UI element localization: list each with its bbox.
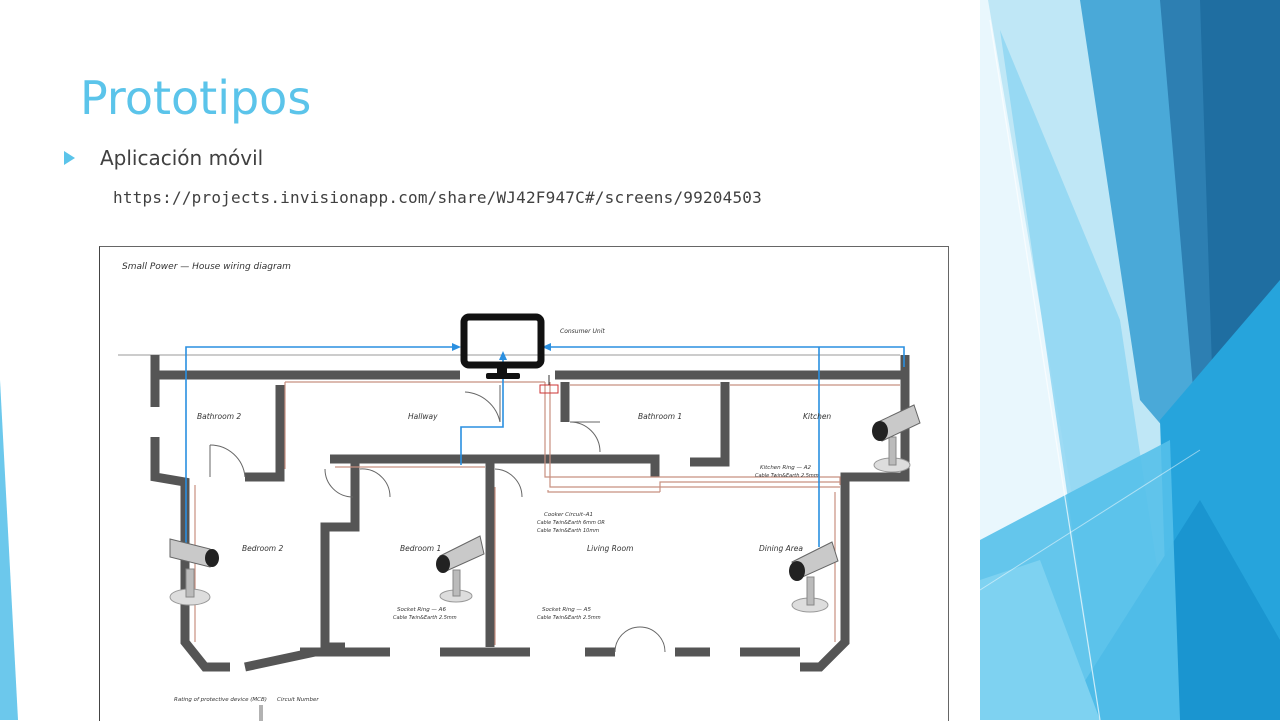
bullet-text: Aplicación móvil [100,146,264,170]
cooker-circuit-label: Cooker Circuit–A1 [544,512,593,518]
circuit-number-label: Circuit Number [277,697,319,703]
socket-ring-a6-label: Socket Ring — A6 [397,607,446,613]
room-living-room: Living Room [587,544,633,553]
cctv-camera-icon [436,535,485,603]
walls [150,355,910,672]
socket-ring-a5-label: Socket Ring — A5 [542,607,591,613]
room-bathroom-1: Bathroom 1 [638,412,682,421]
room-kitchen: Kitchen [803,412,831,421]
bullet-item: Aplicación móvil [64,146,263,170]
mcb-rating-label: Rating of protective device (MCB) [174,697,267,703]
cctv-camera-icon [169,538,219,606]
kitchen-ring-label: Kitchen Ring — A2 [760,465,812,471]
room-hallway: Hallway [408,412,438,421]
socket-ring-a6-cable: Cable Twin&Earth 2.5mm [393,615,457,621]
cctv-camera-icon [789,541,839,613]
socket-ring-a5-cable: Cable Twin&Earth 2.5mm [537,615,601,621]
cctv-camera-icon [872,404,921,473]
room-bedroom-1: Bedroom 1 [400,544,441,553]
monitor-icon [460,313,545,379]
consumer-unit-label: Consumer Unit [560,328,605,335]
cooker-cable-1: Cable Twin&Earth 6mm OR [537,520,605,526]
cooker-cable-2: Cable Twin&Earth 10mm [537,528,599,534]
floor-plan-diagram: Small Power — House wiring diagram [99,246,949,721]
room-bedroom-2: Bedroom 2 [242,544,283,553]
kitchen-ring-cable: Cable Twin&Earth 2.5mm [755,473,819,479]
sensor-wires [185,346,905,547]
slide-title: Prototipos [80,71,312,125]
room-bathroom-2: Bathroom 2 [197,412,241,421]
prototype-link[interactable]: https://projects.invisionapp.com/share/W… [113,188,762,207]
cable-runs [194,381,900,645]
room-dining-area: Dining Area [759,544,803,553]
bullet-arrow-icon [64,151,75,165]
diagram-heading: Small Power — House wiring diagram [122,262,291,272]
doors [209,385,666,653]
